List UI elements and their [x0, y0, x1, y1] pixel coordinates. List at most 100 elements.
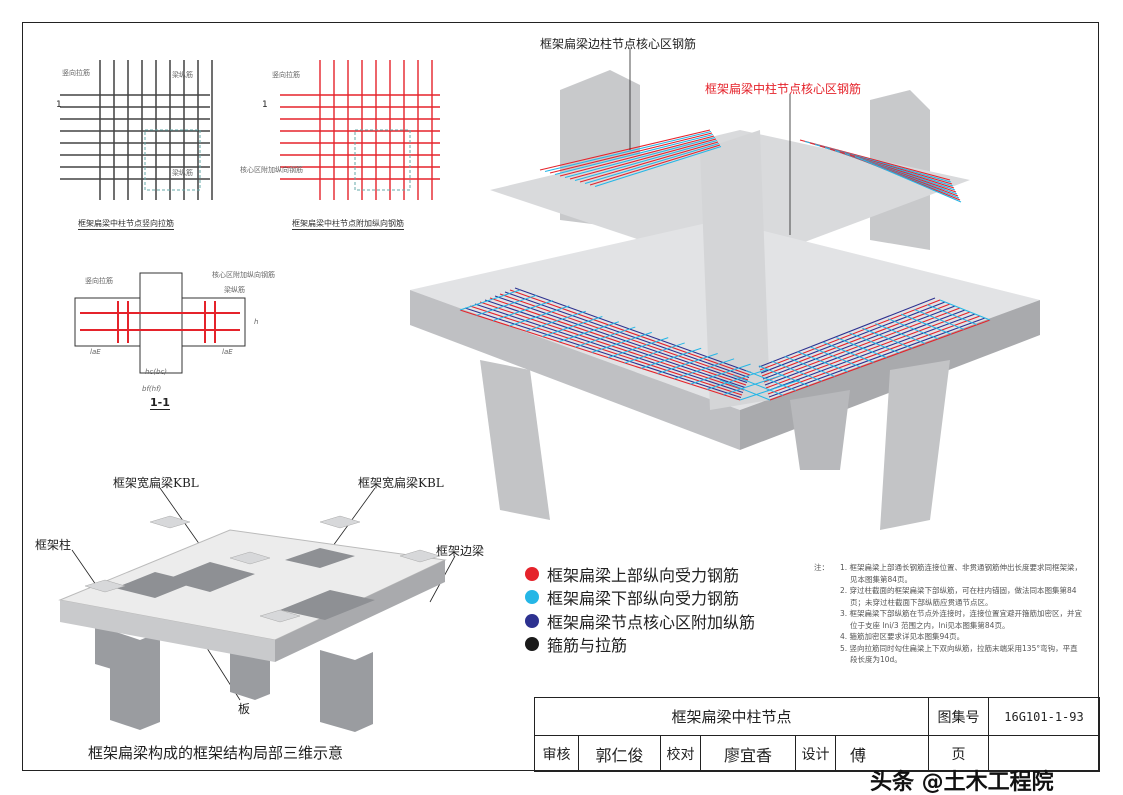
frame-structure-3d — [58, 515, 447, 732]
note-item: 4. 箍筋加密区要求详见本图集94页。 — [840, 632, 965, 641]
column-leg — [790, 390, 850, 470]
dim-bf: bf(hf) — [142, 385, 162, 393]
black-dot-icon — [525, 637, 539, 652]
beam-side — [410, 290, 740, 450]
rebar-line — [584, 142, 720, 185]
reviewer-name: 郭仁俊 — [579, 736, 661, 772]
notes-prefix: 注： — [814, 563, 829, 572]
rebar-line — [499, 293, 749, 381]
plan-vertical-tie-drawing — [60, 60, 213, 200]
note-item: 2. 穿过柱截面的框架扁梁下部纵筋，可在柱内锚固，做法同本图集第84页；未穿过柱… — [840, 586, 1077, 607]
rebar-line — [474, 303, 744, 394]
column-leg — [480, 360, 550, 520]
stirrup-line — [888, 318, 939, 340]
designer-name: 傅 — [836, 736, 929, 772]
rebar-line — [514, 287, 752, 374]
stirrup-line — [797, 351, 848, 373]
page-label: 页 — [929, 736, 989, 772]
legend-item: 框架扁梁上部纵向受力钢筋 — [525, 562, 755, 586]
label-slab: 板 — [238, 702, 251, 716]
stirrup-line — [719, 379, 771, 401]
stirrup-line — [492, 300, 554, 322]
rebar-line — [459, 309, 741, 401]
stirrup-line — [862, 327, 913, 349]
legend-item: 箍筋与拉筋 — [525, 633, 755, 657]
label-core-rebar: 核心区附加纵向钢筋 — [212, 271, 275, 279]
rebar-line — [762, 305, 956, 380]
legend-label: 框架扁梁节点核心区附加纵筋 — [547, 612, 756, 632]
label-kbl-left: 框架宽扁梁KBL — [113, 476, 199, 490]
label-edge-core-rebar: 框架扁梁边柱节点核心区钢筋 — [540, 37, 697, 51]
column-leg — [880, 360, 950, 530]
stirrup-line — [784, 356, 835, 377]
drawing-frame — [22, 22, 1099, 771]
checker-name: 廖宜香 — [701, 736, 796, 772]
title-block: 框架扁梁中柱节点 图集号 16G101-1-93 审核 郭仁俊 校对 廖宜香 设… — [534, 697, 1100, 772]
stirrup-line — [706, 368, 768, 390]
label-core-rebar: 核心区附加纵向钢筋 — [240, 166, 303, 174]
structure-caption: 框架扁梁构成的框架结构局部三维示意 — [88, 744, 344, 762]
label-tie: 竖向拉筋 — [85, 277, 113, 285]
dim-h: h — [254, 318, 259, 326]
stirrup-line — [723, 374, 784, 396]
stirrup-line — [608, 337, 669, 359]
rebar-line — [549, 132, 713, 174]
stirrup-line — [641, 347, 702, 369]
note-item: 3. 框架扁梁下部纵筋在节点外连接时，连接位置宜避开箍筋加密区，并宜位于支座 l… — [840, 609, 1083, 630]
label-tie: 竖向拉筋 — [272, 71, 300, 79]
design-label: 设计 — [796, 736, 836, 772]
rebar-line — [854, 155, 962, 203]
rebar-line — [769, 319, 991, 401]
rebar-line — [554, 133, 714, 176]
stirrup-line — [900, 313, 952, 335]
cyan-dot-icon — [525, 590, 539, 605]
stirrup-line — [849, 332, 900, 354]
label-beam-rebar: 梁纵筋 — [224, 286, 245, 294]
rebar-line — [539, 129, 711, 171]
label-column: 框架柱 — [35, 538, 72, 552]
rebar-line — [758, 297, 936, 368]
label-mid-core-rebar: 框架扁梁中柱节点核心区钢筋 — [705, 82, 862, 96]
plan-left-caption: 框架扁梁中柱节点竖向拉筋 — [78, 219, 174, 230]
stirrup-line — [745, 370, 797, 392]
stirrup-line — [542, 315, 603, 337]
stirrup-line — [939, 299, 991, 321]
stirrup-line — [624, 342, 685, 364]
legend-label: 框架扁梁下部纵向受力钢筋 — [547, 589, 740, 609]
rebar-line — [569, 138, 717, 180]
watermark: 头条 @土木工程院 — [870, 770, 1054, 795]
rebar-line — [767, 315, 981, 395]
rebar-line — [509, 289, 751, 376]
stirrup-line — [823, 341, 874, 363]
rebar-line — [504, 291, 750, 379]
stirrup-line — [459, 289, 521, 311]
note-item: 5. 竖向拉筋同时勾住扁梁上下双向纵筋，拉筋末端采用135°弯钩，平直段长度为1… — [840, 643, 1078, 665]
rebar-line — [766, 313, 976, 392]
stirrup-line — [913, 308, 965, 330]
stirrup-line — [558, 321, 619, 343]
rebar-line — [763, 307, 961, 383]
joint-3d-model — [410, 70, 1040, 530]
stirrup-line — [657, 353, 718, 375]
page-number — [989, 736, 1100, 772]
rebar-line — [489, 297, 747, 386]
section-mark: 1 — [262, 100, 268, 110]
rebar-line — [469, 305, 743, 396]
stirrup-line — [591, 331, 652, 353]
section-mark: 1 — [56, 100, 62, 110]
label-beam-bottom: 梁纵筋 — [172, 169, 193, 177]
drawing-title: 框架扁梁中柱节点 — [535, 698, 929, 736]
section-1-1-drawing — [74, 272, 246, 374]
notes: 注： 1. 框架扁梁上部通长钢筋连接位置、非贯通钢筋伸出长度要求同框架梁，见本图… — [814, 562, 1084, 666]
legend-item: 框架扁梁节点核心区附加纵筋 — [525, 609, 755, 633]
legend-label: 箍筋与拉筋 — [547, 636, 628, 656]
stirrup-line — [732, 374, 784, 396]
note-item: 1. 框架扁梁上部通长钢筋连接位置、非贯通钢筋伸出长度要求同框架梁，见本图集第8… — [840, 563, 1083, 584]
stirrup-line — [690, 363, 751, 385]
check-label: 校对 — [661, 736, 701, 772]
atlas-label: 图集号 — [929, 698, 989, 736]
rebar-line — [764, 309, 966, 386]
rebar-line — [564, 136, 716, 179]
stirrup-line — [575, 326, 636, 348]
atlas-number: 16G101-1-93 — [989, 698, 1100, 736]
